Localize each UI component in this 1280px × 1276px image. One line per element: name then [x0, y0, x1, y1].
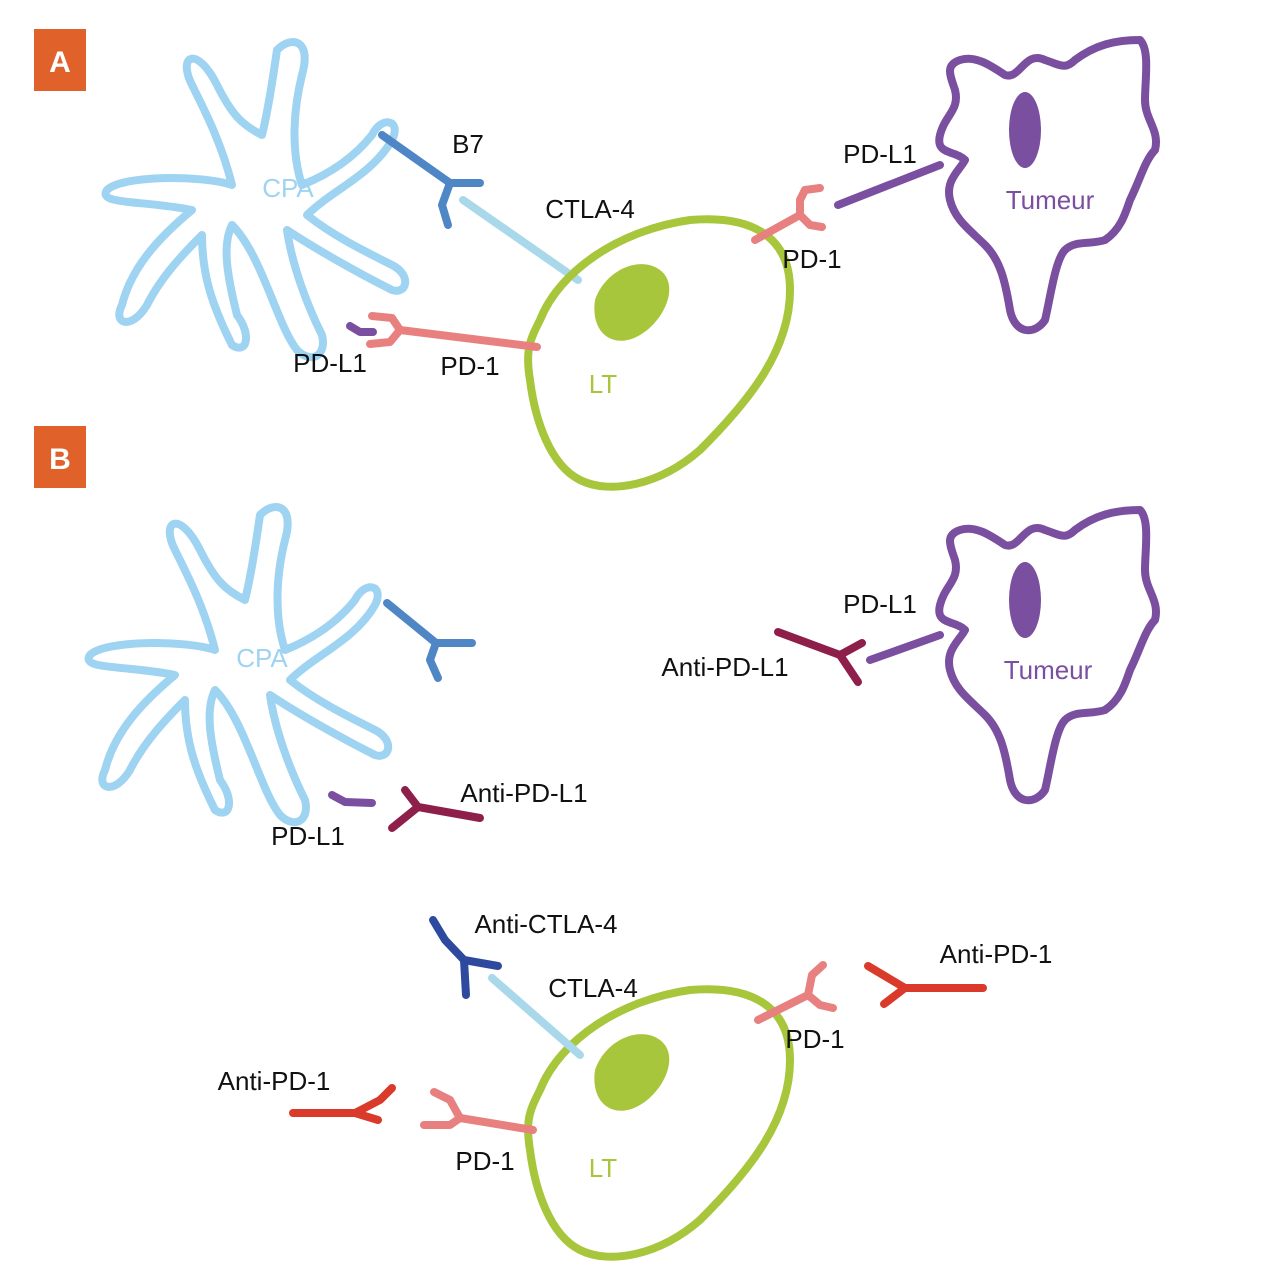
ctla4-label-b: CTLA-4	[548, 973, 638, 1003]
pdl1-cpa-label-b: PD-L1	[271, 821, 345, 851]
panel-a-badge	[34, 29, 86, 91]
b7-label-a: B7	[452, 129, 484, 159]
anti-ctla4-b	[429, 916, 502, 999]
anti-pd1-left-label-b: Anti-PD-1	[218, 1066, 331, 1096]
cpa-cell-a	[106, 42, 406, 357]
anti-pd1-left-b	[289, 1084, 396, 1124]
pd1-left-a	[366, 312, 541, 351]
tumeur-cell-b	[939, 510, 1156, 800]
b7-receptor-a	[378, 131, 484, 229]
panel-a-letter: A	[49, 46, 71, 79]
pdl1-cpa-a	[346, 322, 377, 336]
tumeur-nucleus-b	[1009, 562, 1041, 638]
pdl1-tumeur-a	[834, 161, 944, 209]
panel-b-letter: B	[49, 443, 71, 476]
lt-nucleus-b	[594, 1034, 670, 1111]
pd1-left-label-a: PD-1	[440, 351, 499, 381]
ctla4-receptor-b	[488, 974, 584, 1059]
anti-pdl1-cpa-label-b: Anti-PD-L1	[460, 778, 587, 808]
ctla4-receptor-a	[459, 196, 582, 284]
lt-label-a: LT	[589, 369, 618, 399]
panel-a: A CPA B7 CTLA-4 LT PD-L1 PD-1	[34, 29, 1156, 487]
cpa-label-a: CPA	[262, 173, 314, 203]
pd1-right-label-b: PD-1	[785, 1024, 844, 1054]
anti-pd1-right-b	[864, 962, 987, 1008]
lt-cell-a	[528, 219, 790, 486]
pdl1-tumeur-label-b: PD-L1	[843, 589, 917, 619]
tumeur-cell-a	[939, 40, 1156, 330]
ctla4-label-a: CTLA-4	[545, 194, 635, 224]
lt-label-b: LT	[589, 1153, 618, 1183]
pdl1-tumeur-b	[866, 631, 944, 664]
anti-pd1-right-label-b: Anti-PD-1	[940, 939, 1053, 969]
b7-receptor-b	[383, 599, 476, 682]
pd1-right-a	[751, 184, 826, 244]
anti-pdl1-cpa-b	[388, 786, 484, 832]
panel-b-badge	[34, 426, 86, 488]
lt-cell-b	[528, 989, 790, 1256]
pd1-left-b	[420, 1088, 537, 1134]
tumeur-nucleus-a	[1009, 92, 1041, 168]
pdl1-cpa-label-a: PD-L1	[293, 348, 367, 378]
pdl1-cpa-b	[328, 791, 376, 807]
pd1-left-label-b: PD-1	[455, 1146, 514, 1176]
anti-pdl1-tumeur-b	[774, 628, 866, 686]
pd1-right-label-a: PD-1	[782, 244, 841, 274]
lt-nucleus-a	[594, 264, 670, 341]
anti-ctla4-label-b: Anti-CTLA-4	[474, 909, 617, 939]
tumeur-label-b: Tumeur	[1004, 655, 1093, 685]
panel-b: B CPA PD-L1 Anti-PD-L1 Tumeur	[34, 426, 1156, 1257]
pdl1-tumeur-label-a: PD-L1	[843, 139, 917, 169]
pd1-right-b	[754, 961, 837, 1024]
cpa-label-b: CPA	[236, 643, 288, 673]
tumeur-label-a: Tumeur	[1006, 185, 1095, 215]
anti-pdl1-tumeur-label-b: Anti-PD-L1	[661, 652, 788, 682]
